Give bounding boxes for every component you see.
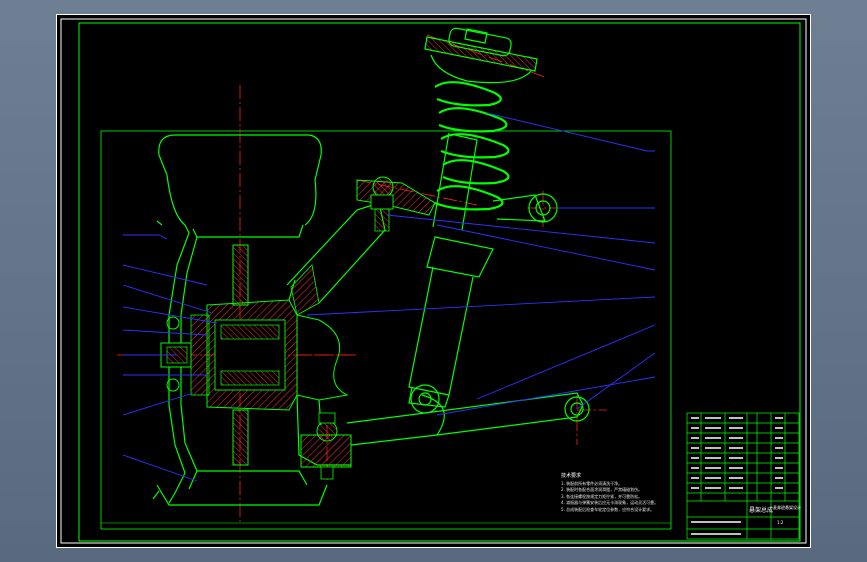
outer-border [60,18,807,544]
coil-spring [434,81,510,211]
title-block-cell-marks [691,417,783,535]
brake-disc-upper [232,244,249,306]
note-item-3: 3. 各连接螺栓按规定力矩拧紧，并可靠防松。 [561,493,643,499]
technical-notes: 技术要求 1. 装配前所有零件必须清洗干净。 2. 装配时各配合面涂润滑脂，严禁… [561,473,731,514]
leader-lines [122,112,656,482]
note-item-4: 4. 减振器与弹簧安装后应无卡滞现象，运动灵活可靠。 [561,500,659,506]
note-item-1: 1. 装配前所有零件必须清洗干净。 [561,480,623,486]
upper-ball-joint [356,176,436,232]
shock-absorber [408,132,494,408]
title-block [686,412,800,540]
note-item-5: 5. 总成装配后检查车轮定位参数，应符合设计要求。 [561,506,655,512]
lower-control-arm [346,384,590,446]
brake-disc-lower [232,409,249,466]
view-frame [100,130,672,530]
notes-title: 技术要求 [561,473,582,479]
designer-row: 麦弗逊悬架设计 [773,505,801,510]
tire [156,134,328,506]
lower-ball-joint [300,412,352,480]
centerlines [117,34,607,525]
upper-strut-mount [424,27,538,84]
scale-text: 1:2 [777,520,784,525]
note-item-2: 2. 装配时各配合面涂润滑脂，严禁磕碰划伤。 [561,487,643,493]
stabilizer-link [492,193,558,223]
drawing-title: 悬架总成 [749,507,774,514]
inner-border [78,22,801,542]
drawing-sheet: 技术要求 1. 装配前所有零件必须清洗干净。 2. 装配时各配合面涂润滑脂，严禁… [56,14,811,548]
suspension-assembly-drawing [60,18,807,544]
